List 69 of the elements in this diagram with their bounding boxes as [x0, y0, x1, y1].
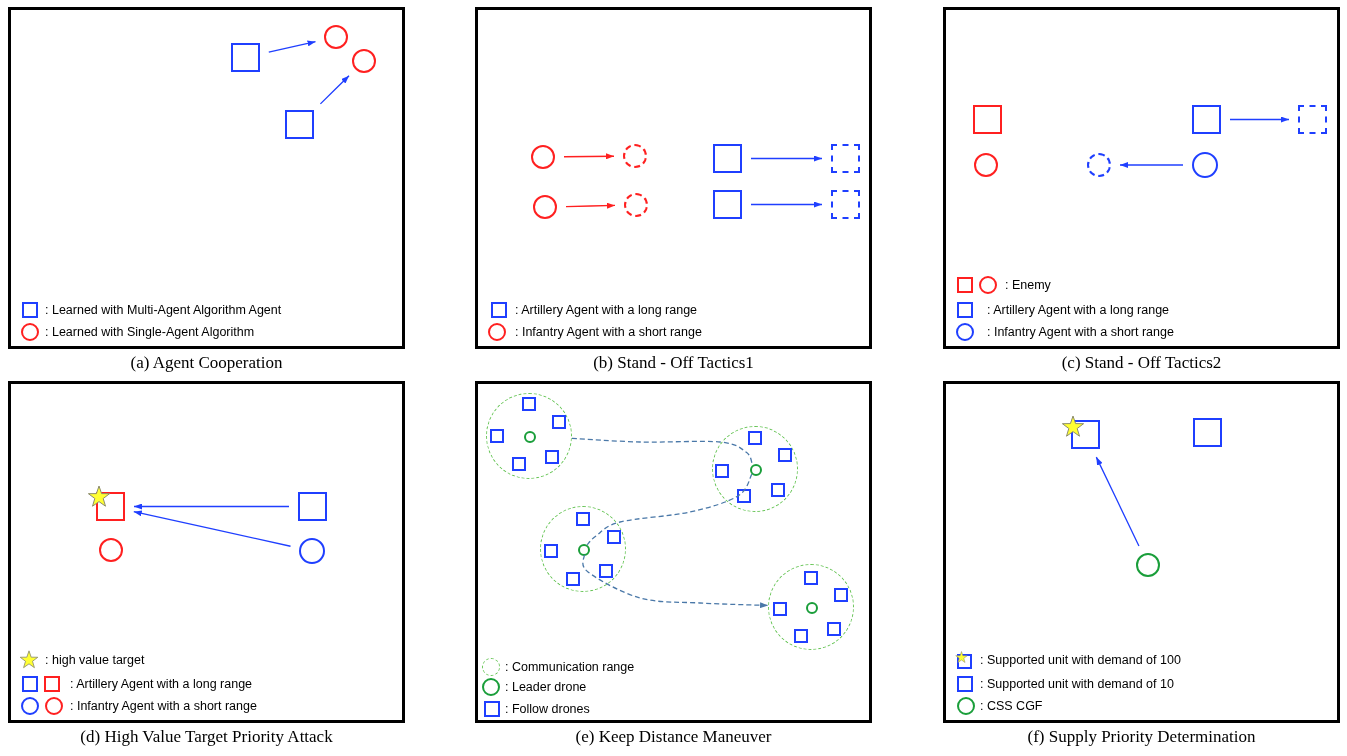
square — [607, 530, 621, 544]
starred-square — [87, 485, 125, 521]
square — [737, 489, 751, 503]
legend-text: : Artillery Agent with a long range — [987, 302, 1170, 318]
square — [599, 564, 613, 578]
square — [512, 457, 526, 471]
square — [231, 43, 260, 72]
square — [773, 602, 787, 616]
square — [748, 431, 762, 445]
square — [713, 190, 742, 219]
dashed-square — [831, 190, 860, 219]
arrow — [319, 75, 350, 105]
dashed-square — [1298, 105, 1327, 134]
square — [522, 397, 536, 411]
arrow — [1095, 456, 1140, 547]
square — [576, 512, 590, 526]
square — [794, 629, 808, 643]
arrow — [750, 155, 823, 162]
legend-text: : Learned with Multi-Agent Algorithm Agent — [45, 302, 282, 318]
legend-text: : Leader drone — [505, 679, 587, 695]
legend-text: : Learned with Single-Agent Algorithm — [45, 324, 255, 340]
legend-text: : Infantry Agent with a short range — [515, 324, 702, 340]
square — [566, 572, 580, 586]
arrow — [1229, 116, 1290, 123]
legend-text: : Infantry Agent with a short range — [70, 698, 257, 714]
square — [544, 544, 558, 558]
square — [804, 571, 818, 585]
arrow — [582, 554, 769, 609]
square — [490, 429, 504, 443]
dashed-path-line — [586, 473, 753, 546]
panel-caption: (a) Agent Cooperation — [130, 352, 283, 374]
dashed-path-line — [571, 437, 753, 465]
panel-caption: (c) Stand - Off Tactics2 — [1061, 352, 1222, 374]
arrow — [268, 40, 317, 53]
legend-text: : Supported unit with demand of 100 — [980, 652, 1181, 668]
square — [713, 144, 742, 173]
legend-text: : Artillery Agent with a long range — [70, 676, 253, 692]
square — [552, 415, 566, 429]
legend-text: : CSS CGF — [980, 698, 1043, 714]
square — [1192, 105, 1221, 134]
legend-text: : Supported unit with demand of 10 — [980, 676, 1174, 692]
legend-text: : high value target — [45, 652, 145, 668]
legend-text: : Communication range — [505, 659, 635, 675]
square — [545, 450, 559, 464]
panel-caption: (e) Keep Distance Maneuver — [575, 726, 772, 748]
panel-caption: (b) Stand - Off Tactics1 — [593, 352, 754, 374]
arrow — [133, 510, 292, 547]
legend-text: : Enemy — [1005, 277, 1051, 293]
square — [973, 105, 1002, 134]
arrow — [1119, 162, 1184, 168]
arrow — [133, 503, 290, 510]
panel-caption: (f) Supply Priority Determination — [1027, 726, 1256, 748]
square — [715, 464, 729, 478]
square — [827, 622, 841, 636]
panel-caption: (d) High Value Target Priority Attack — [80, 726, 333, 748]
square — [771, 483, 785, 497]
legend-text: : Artillery Agent with a long range — [515, 302, 698, 318]
starred-square — [1061, 415, 1100, 449]
legend-text: : Follow drones — [505, 701, 590, 717]
square — [834, 588, 848, 602]
legend-text: : Infantry Agent with a short range — [987, 324, 1174, 340]
square — [298, 492, 327, 521]
square — [1193, 418, 1222, 447]
square — [285, 110, 314, 139]
dashed-square — [831, 144, 860, 173]
arrow — [565, 202, 616, 209]
arrow — [563, 153, 615, 160]
square — [778, 448, 792, 462]
arrow — [750, 201, 823, 208]
